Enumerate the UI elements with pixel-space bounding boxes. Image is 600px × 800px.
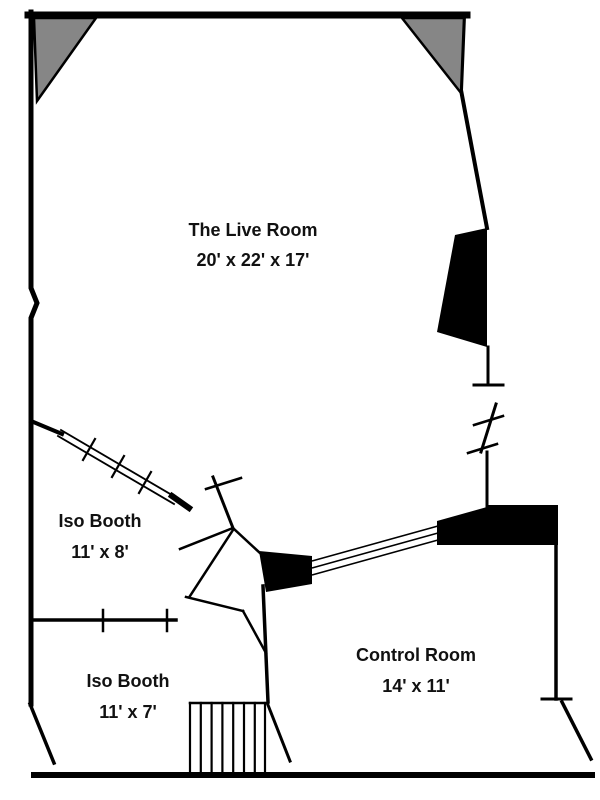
wall-right-upper (458, 13, 490, 231)
glazing-line (311, 525, 439, 562)
wall-control-left (261, 584, 270, 704)
glazing-line (311, 539, 439, 576)
center-partitions (178, 475, 270, 704)
wall-segment (184, 595, 245, 613)
wall-segment (167, 491, 194, 513)
wall-masses (259, 228, 558, 592)
control-room-label: Control Room (356, 645, 476, 665)
stairs-right-diagonal (266, 703, 292, 763)
corner-panel-top-left (32, 16, 99, 105)
wall-bottom-left-diagonal (27, 701, 57, 766)
control-room-window (311, 525, 439, 576)
iso-booth-upper-dimensions: 11' x 8' (71, 542, 129, 562)
wall-segment (241, 609, 268, 655)
tick-mark (137, 470, 153, 495)
control-room-dimensions: 14' x 11' (382, 676, 450, 696)
outer-walls (24, 9, 595, 778)
live-room-dimensions: 20' x 22' x 17' (197, 250, 310, 270)
wall-right-mid-angled (479, 402, 498, 454)
room-labels: The Live Room 20' x 22' x 17' Iso Booth … (59, 220, 476, 722)
door-swing-line (188, 528, 235, 598)
live-room-label: The Live Room (188, 220, 317, 240)
tick-right-angled-1 (472, 414, 505, 427)
tick-mark (81, 437, 97, 462)
bass-trap-right-wall (437, 228, 487, 347)
wall-bottom-right-diagonal (559, 699, 594, 762)
door-swing-line (231, 526, 263, 556)
door-swing-line (178, 526, 235, 551)
wall-left (28, 9, 40, 707)
tick-mark (204, 476, 243, 491)
iso-booth-walls (29, 608, 178, 633)
stairs (188, 701, 292, 776)
wall-segment (28, 418, 65, 437)
corner-panel-top-right (399, 16, 466, 97)
tick-mark (110, 454, 126, 479)
iso-booth-upper-window (28, 418, 194, 513)
glazing-line (311, 532, 439, 569)
corner-panels (32, 16, 466, 105)
iso-booth-upper-label: Iso Booth (59, 511, 142, 531)
iso-booth-lower-label: Iso Booth (87, 671, 170, 691)
tick-right-angled-2 (466, 442, 499, 455)
window-jamb-left (259, 551, 312, 592)
window-jamb-right (437, 507, 487, 545)
iso-booth-lower-dimensions: 11' x 7' (99, 702, 157, 722)
control-room-wall-block (487, 505, 558, 545)
